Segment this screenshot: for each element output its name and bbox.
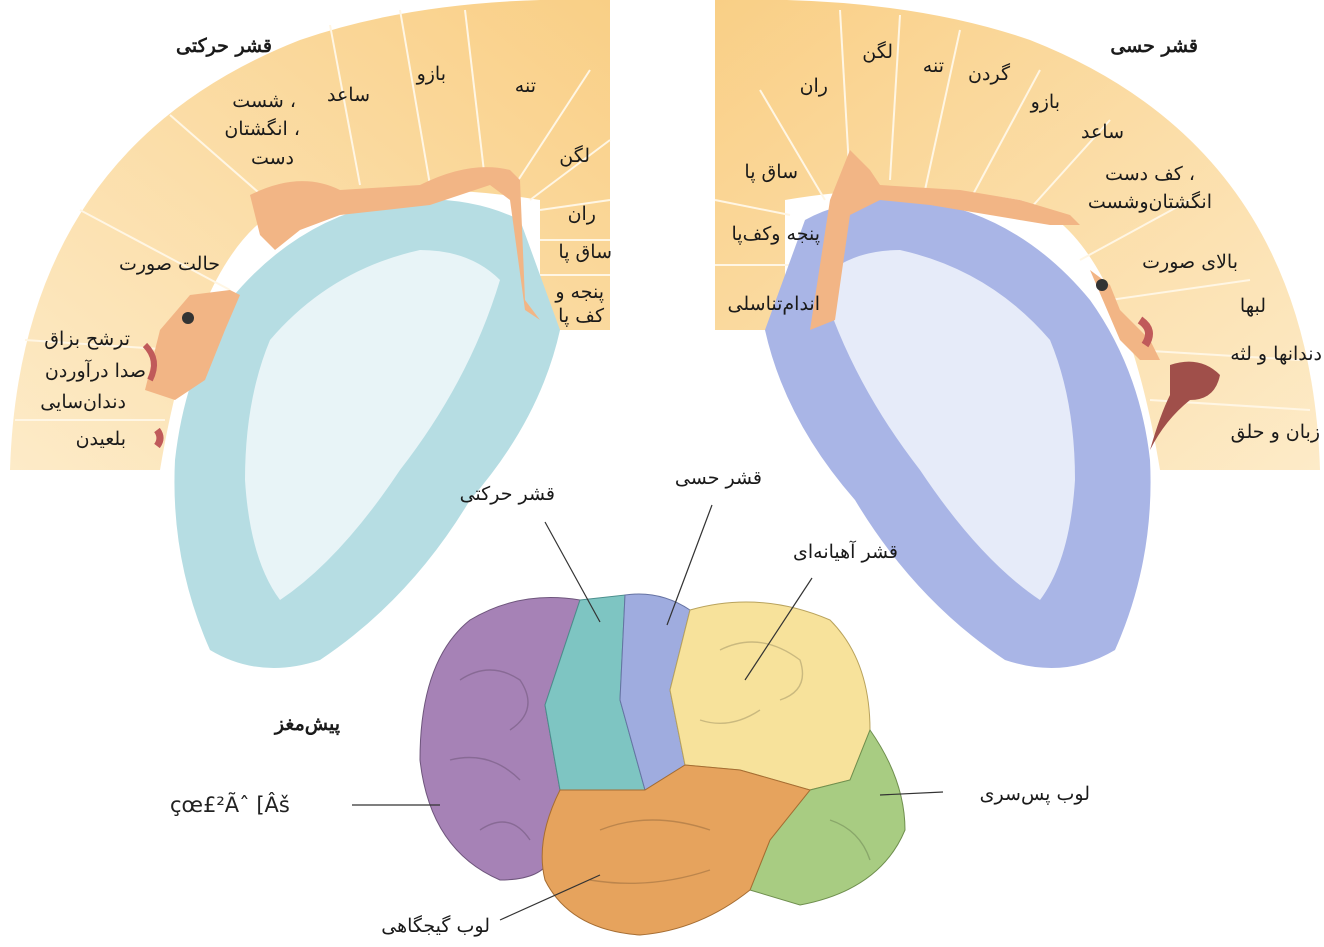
sensory-label-upper-face: بالای صورت	[1142, 251, 1238, 273]
motor-label-face: حالت صورت	[119, 253, 220, 275]
parietal-lobe	[670, 602, 870, 790]
motor-label-hip: لگن	[559, 144, 590, 167]
sensory-label-foot: پنجه وکف‌پا	[732, 223, 820, 245]
label-frontal-lobe: çœ£²Ãˆ [Âš	[170, 791, 290, 817]
label-prefrontal: پیش‌مغز	[273, 713, 340, 735]
motor-label-foot-1: پنجه و	[554, 281, 604, 303]
sensory-label-hip: لگن	[862, 40, 893, 63]
sensory-label-forearm: ساعد	[1081, 121, 1124, 143]
label-occipital-lobe: لوب پس‌سری	[980, 783, 1090, 805]
motor-label-fingers: انگشتان ،	[224, 117, 300, 140]
motor-label-swallowing: بلعیدن	[76, 428, 126, 450]
motor-label-arm: بازو	[416, 63, 446, 85]
motor-label-vocalization: صدا درآوردن	[45, 359, 146, 382]
sensory-title: قشر حسی	[1110, 35, 1198, 57]
sensory-label-neck: گردن	[968, 62, 1011, 85]
motor-label-trunk: تنه	[515, 75, 536, 97]
motor-label-salivation: ترشح بزاق	[44, 328, 130, 350]
sensory-label-teeth-gums: دندانها و لثه	[1230, 343, 1322, 365]
sensory-label-lips: لبها	[1240, 295, 1266, 317]
label-temporal-lobe: لوب گیجگاهی	[381, 914, 490, 937]
motor-label-forearm: ساعد	[327, 84, 370, 106]
sensory-label-fingers-thumb: انگشتان‌وشست	[1088, 190, 1212, 213]
label-sensory-cortex: قشر حسی	[675, 467, 762, 489]
sensory-label-tongue-throat: زبان و حلق	[1231, 421, 1320, 443]
label-parietal-cortex: قشر آهیانه‌ای	[793, 540, 898, 563]
motor-title: قشر حرکتی	[176, 35, 272, 57]
sensory-label-leg: ساق پا	[744, 161, 798, 183]
lateral-brain	[420, 594, 905, 935]
motor-label-thumb: شست ،	[232, 90, 296, 112]
motor-label-leg: ساق پا	[558, 241, 612, 263]
sensory-label-hand: کف دست ،	[1105, 163, 1195, 185]
sensory-label-genitals: اندام‌تناسلی	[728, 293, 820, 315]
sensory-label-arm: بازو	[1030, 91, 1060, 113]
sensory-label-thigh: ران	[800, 75, 828, 97]
sensory-homunculus-panel	[715, 0, 1320, 668]
label-motor-cortex: قشر حرکتی	[460, 483, 555, 505]
motor-label-thigh: ران	[568, 203, 596, 225]
motor-label-hand: دست	[251, 147, 294, 169]
sensory-label-trunk: تنه	[923, 55, 944, 77]
motor-label-chewing: دندان‌سایی	[40, 391, 126, 413]
motor-label-foot-2: کف پا	[558, 305, 605, 327]
